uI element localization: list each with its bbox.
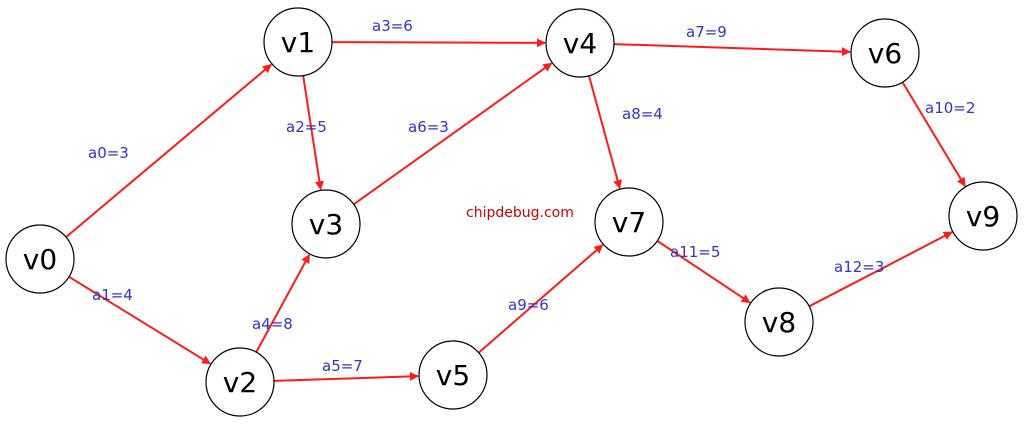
edge-label-v7-v8: a11=5 <box>670 243 720 261</box>
node-v5: v5 <box>418 340 488 410</box>
node-label-v4: v4 <box>563 27 597 60</box>
edge-label-v5-v7: a9=6 <box>508 296 549 314</box>
edge-arrow-v4-v7 <box>588 75 622 190</box>
edge-arrow-v4-v6 <box>613 43 851 57</box>
edge-v2-v5: a5=7 <box>273 357 419 382</box>
node-circle-v5 <box>418 340 488 410</box>
node-circle-v6 <box>850 18 920 88</box>
edge-label-v2-v5: a5=7 <box>322 357 363 375</box>
edge-v4-v7: a8=4 <box>588 75 663 190</box>
node-circle-v1 <box>263 7 333 77</box>
edge-v6-v9: a10=2 <box>901 81 975 187</box>
edge-label-v4-v7: a8=4 <box>622 105 663 123</box>
node-circle-v4 <box>545 8 615 78</box>
edge-label-v0-v2: a1=4 <box>92 286 133 304</box>
edges-layer: a0=3 a1=4 a2=5 a3=6 a4=8 a5=7 a6=3 a7=9 a8=4 a9=6… <box>65 17 975 382</box>
node-v9: v9 <box>948 181 1018 251</box>
edge-v7-v8: a11=5 <box>656 240 751 304</box>
edge-label-v1-v4: a3=6 <box>372 17 413 35</box>
node-circle-v7 <box>594 187 664 257</box>
edge-arrow-v3-v4 <box>353 62 553 206</box>
node-v2: v2 <box>205 347 275 417</box>
node-label-v3: v3 <box>309 208 343 241</box>
edge-arrow-v8-v9 <box>808 231 953 308</box>
watermark-text: chipdebug.com <box>466 205 574 221</box>
edge-v0-v1: a0=3 <box>65 63 272 238</box>
edge-arrow-v1-v4 <box>331 38 546 48</box>
node-v7: v7 <box>594 187 664 257</box>
edge-label-v1-v3: a2=5 <box>286 118 327 136</box>
node-v6: v6 <box>850 18 920 88</box>
node-label-v1: v1 <box>281 26 315 59</box>
edge-label-v2-v3: a4=8 <box>252 315 293 333</box>
node-label-v9: v9 <box>966 200 1000 233</box>
edge-v3-v4: a6=3 <box>353 62 553 206</box>
edge-arrow-v0-v1 <box>65 63 272 238</box>
edge-v1-v3: a2=5 <box>286 75 327 191</box>
node-label-v5: v5 <box>436 359 470 392</box>
edge-v5-v7: a9=6 <box>478 244 604 354</box>
node-label-v7: v7 <box>612 206 646 239</box>
edge-label-v3-v4: a6=3 <box>408 118 449 136</box>
edge-arrow-v2-v5 <box>273 371 419 382</box>
node-circle-v8 <box>744 287 814 357</box>
edge-label-v4-v6: a7=9 <box>686 23 727 41</box>
edge-arrow-v2-v3 <box>255 253 311 353</box>
edge-v1-v4: a3=6 <box>331 17 546 48</box>
node-label-v0: v0 <box>23 243 57 276</box>
node-v0: v0 <box>5 224 75 294</box>
node-label-v2: v2 <box>223 366 257 399</box>
node-circle-v9 <box>948 181 1018 251</box>
edge-label-v0-v1: a0=3 <box>88 144 129 162</box>
node-circle-v2 <box>205 347 275 417</box>
edge-arrow-v1-v3 <box>302 75 324 191</box>
node-v3: v3 <box>291 189 361 259</box>
edge-v0-v2: a1=4 <box>68 275 211 365</box>
edge-v4-v6: a7=9 <box>613 23 851 57</box>
edge-v2-v3: a4=8 <box>252 253 311 353</box>
node-v1: v1 <box>263 7 333 77</box>
node-label-v8: v8 <box>762 306 796 339</box>
edge-v8-v9: a12=3 <box>808 231 953 308</box>
node-v8: v8 <box>744 287 814 357</box>
node-v4: v4 <box>545 8 615 78</box>
edge-arrow-v0-v2 <box>68 275 211 365</box>
edge-label-v6-v9: a10=2 <box>925 99 975 117</box>
node-circle-v0 <box>5 224 75 294</box>
edge-arrow-v7-v8 <box>656 240 751 304</box>
nodes-layer: v0 v1 v2 v3 v4 v5 v6 v7 v8 v9 <box>5 7 1018 417</box>
node-circle-v3 <box>291 189 361 259</box>
edge-arrow-v5-v7 <box>478 244 604 354</box>
node-label-v6: v6 <box>868 37 902 70</box>
edge-label-v8-v9: a12=3 <box>834 258 884 276</box>
edge-arrow-v6-v9 <box>901 81 966 187</box>
